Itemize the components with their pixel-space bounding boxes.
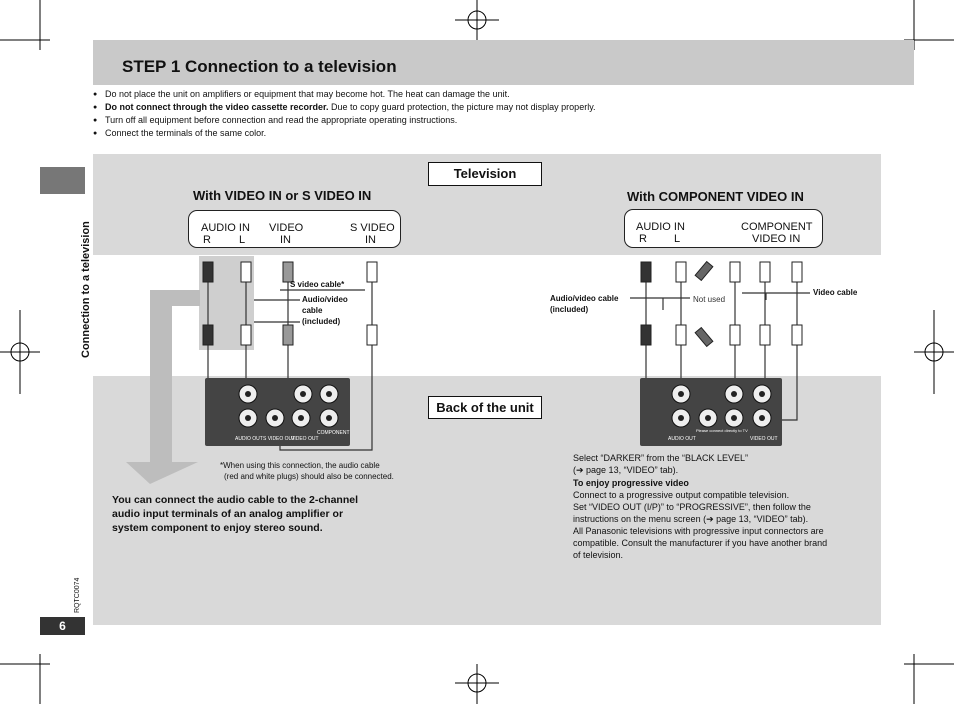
video-cable-label: Video cable: [813, 288, 858, 297]
audio-l-label: L: [239, 234, 246, 246]
left-heading: With VIDEO IN or S VIDEO IN: [193, 188, 372, 203]
note-item: Do not connect through the video cassett…: [93, 101, 893, 114]
video-in-label: IN: [280, 234, 291, 246]
progressive-notes: Select “DARKER” from the “BLACK LEVEL” (…: [573, 452, 873, 561]
s-video-out-label: S VIDEO OUT: [263, 436, 296, 442]
note-item: Connect the terminals of the same color.: [93, 127, 893, 140]
audio-in-label: AUDIO IN: [201, 222, 250, 234]
prog-note-label: Please connect directly to TV: [696, 428, 748, 433]
s-video-cable-label: S video cable*: [290, 280, 345, 289]
audio-l-label: L: [674, 233, 681, 245]
page-number: 6: [40, 617, 85, 635]
audio-out-label: AUDIO OUT: [235, 436, 263, 442]
audio-in-label: AUDIO IN: [636, 221, 685, 233]
right-heading: With COMPONENT VIDEO IN: [627, 189, 804, 204]
note-item: Turn off all equipment before connection…: [93, 114, 893, 127]
section-tab: [40, 167, 85, 194]
doc-code: RQTC0074: [74, 577, 81, 613]
component-out-label: COMPONENT: [317, 430, 350, 436]
progressive-title: To enjoy progressive video: [573, 478, 689, 488]
caution-notes: Do not place the unit on amplifiers or e…: [93, 88, 893, 140]
unit-back-panel-left: AUDIO OUT S VIDEO OUT VIDEO OUT COMPONEN…: [205, 378, 350, 446]
not-used-label: Not used: [693, 295, 726, 304]
video-out-label: VIDEO OUT: [291, 436, 319, 442]
component-video-out-label: VIDEO OUT: [750, 436, 778, 442]
television-label: Television: [428, 162, 542, 186]
audio-out-label: AUDIO OUT: [668, 436, 696, 442]
page-title: STEP 1 Connection to a television: [122, 57, 397, 76]
title-bar: [93, 40, 914, 85]
tv-terminal-panel-left: AUDIO IN R L VIDEO IN S VIDEO IN: [188, 210, 401, 248]
component-in-label: VIDEO IN: [752, 233, 801, 245]
audio-r-label: R: [203, 234, 211, 246]
back-of-unit-label: Back of the unit: [428, 396, 542, 419]
av-cable-label-right: Audio/video cable(included): [550, 294, 619, 314]
note-item: Do not place the unit on amplifiers or e…: [93, 88, 893, 101]
video-label: VIDEO: [269, 222, 304, 234]
footnote: *When using this connection, the audio c…: [220, 461, 394, 481]
component-label: COMPONENT: [741, 221, 813, 233]
stereo-note: You can connect the audio cable to the 2…: [112, 494, 359, 534]
unit-back-panel-right: AUDIO OUT Please connect directly to TV …: [640, 378, 782, 446]
s-video-in-label: IN: [365, 234, 376, 246]
tv-terminal-panel-right: AUDIO IN R L COMPONENT VIDEO IN: [624, 209, 823, 248]
s-video-label: S VIDEO: [350, 222, 395, 234]
audio-r-label: R: [639, 233, 647, 245]
